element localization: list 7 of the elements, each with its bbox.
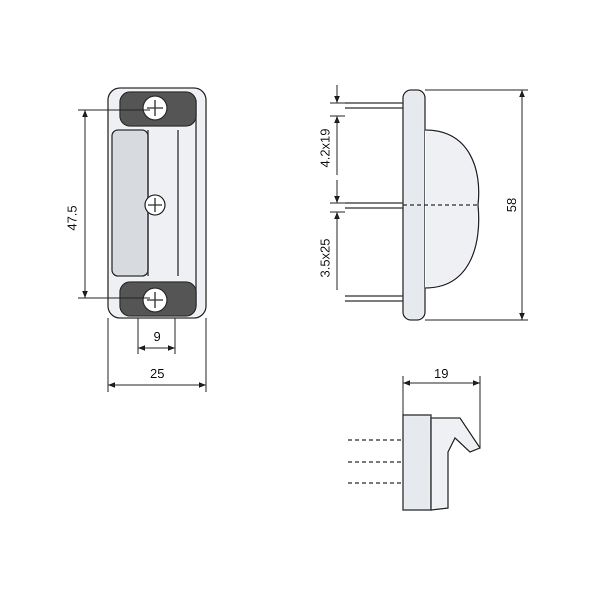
- dimension-label: 47.5: [65, 205, 80, 231]
- dimension-label: 19: [434, 367, 448, 381]
- dimension-label: 58: [505, 198, 520, 212]
- dimension-label: 4.2x19: [318, 128, 332, 168]
- dimension-label: 9: [154, 330, 161, 344]
- dimension-label: 25: [150, 367, 164, 381]
- dimension-label: 3.5x25: [318, 238, 332, 278]
